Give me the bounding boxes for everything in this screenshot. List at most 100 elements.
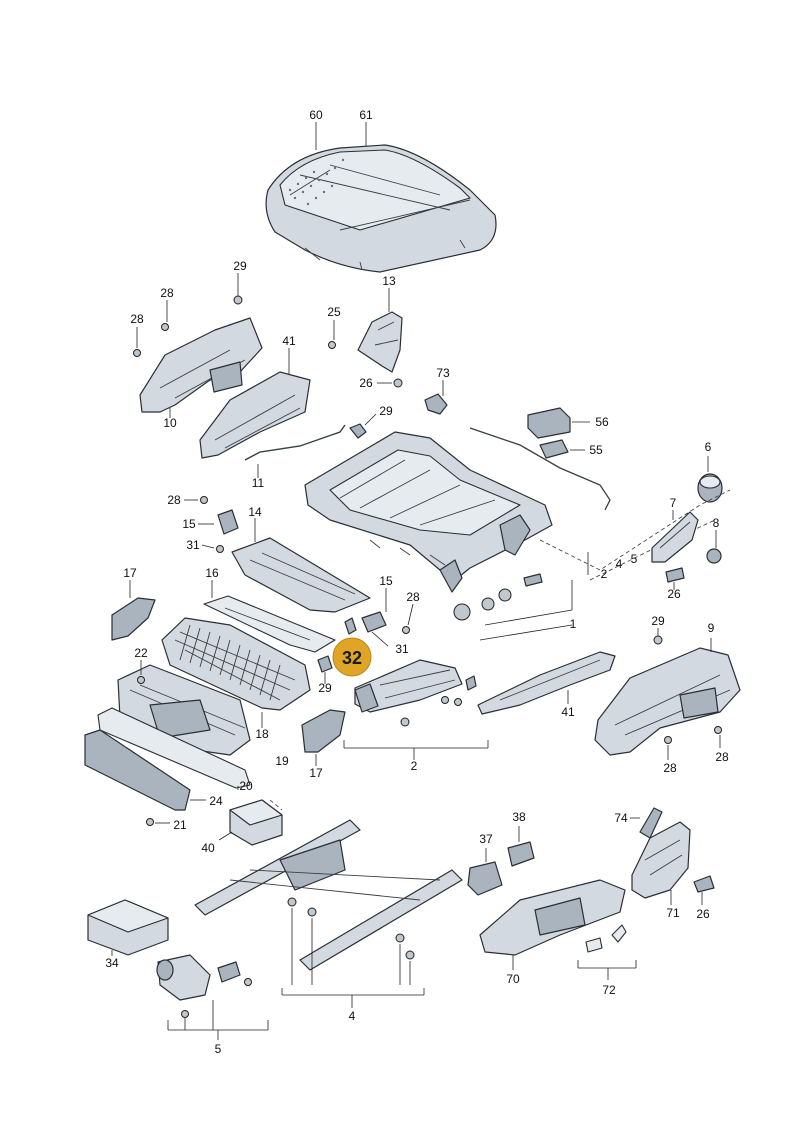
callout-19: 19 bbox=[275, 754, 289, 768]
callout-28: 28 bbox=[663, 761, 677, 775]
buttons-part-72 bbox=[577, 924, 637, 980]
fastener-part-26-lower bbox=[693, 875, 715, 905]
callout-18: 18 bbox=[255, 727, 269, 741]
callout-29: 29 bbox=[318, 681, 332, 695]
callout-73: 73 bbox=[436, 366, 450, 380]
cover-part-71 bbox=[631, 821, 691, 905]
callout-61: 61 bbox=[359, 108, 373, 122]
callout-37: 37 bbox=[479, 832, 493, 846]
callout-28: 28 bbox=[406, 590, 420, 604]
pan-part-14 bbox=[231, 518, 371, 613]
callout-24: 24 bbox=[209, 794, 223, 808]
module-part-34 bbox=[87, 899, 169, 956]
callout-41: 41 bbox=[282, 334, 296, 348]
panel-part-24 bbox=[84, 729, 206, 826]
callout-8: 8 bbox=[713, 516, 720, 530]
callout-7: 7 bbox=[670, 496, 677, 510]
callout-labels: 60 61 29 28 28 13 25 41 26 73 10 29 56 5… bbox=[105, 108, 729, 1056]
cap-part-17-lower bbox=[301, 709, 346, 766]
callout-10: 10 bbox=[163, 416, 177, 430]
side-panel-part-10 bbox=[133, 273, 263, 418]
highlight-badge-32[interactable]: 32 bbox=[332, 637, 372, 677]
plate-part-16 bbox=[203, 580, 336, 653]
callout-2: 2 bbox=[601, 567, 608, 581]
callout-9: 9 bbox=[708, 621, 715, 635]
callout-74: 74 bbox=[614, 811, 628, 825]
callout-16: 16 bbox=[205, 566, 219, 580]
callout-21: 21 bbox=[173, 818, 187, 832]
actuator-part-2 bbox=[343, 659, 489, 760]
callout-29: 29 bbox=[651, 614, 665, 628]
callout-40: 40 bbox=[201, 841, 215, 855]
callout-6: 6 bbox=[705, 440, 712, 454]
clip-part-29-lower bbox=[317, 655, 333, 684]
clip-part-8 bbox=[706, 530, 722, 564]
callout-15: 15 bbox=[182, 517, 196, 531]
callout-1: 1 bbox=[570, 617, 577, 631]
callout-28: 28 bbox=[160, 286, 174, 300]
guide-lines-right bbox=[539, 489, 731, 581]
rail-part-4 bbox=[194, 819, 463, 1008]
trim-part-41-lower bbox=[477, 651, 616, 715]
callout-26: 26 bbox=[667, 587, 681, 601]
callout-4: 4 bbox=[349, 1009, 356, 1023]
bracket-part-13 bbox=[328, 288, 403, 388]
module-part-40 bbox=[218, 799, 283, 846]
callout-26: 26 bbox=[359, 376, 373, 390]
callout-41: 41 bbox=[561, 705, 575, 719]
side-panel-part-9 bbox=[594, 628, 741, 760]
callout-2: 2 bbox=[411, 759, 418, 773]
clip-part-29-mid bbox=[349, 413, 377, 439]
callout-26: 26 bbox=[696, 907, 710, 921]
base-tray-part-19 bbox=[117, 660, 251, 756]
callout-13: 13 bbox=[382, 274, 396, 288]
clip-part-73 bbox=[424, 380, 448, 415]
callout-31: 31 bbox=[395, 642, 409, 656]
bracket-part-7 bbox=[651, 510, 699, 563]
callout-71: 71 bbox=[666, 906, 680, 920]
motor-part-5 bbox=[156, 954, 269, 1040]
trim-part-41-upper bbox=[199, 348, 311, 459]
cap-part-17-upper bbox=[111, 580, 156, 641]
callout-28: 28 bbox=[715, 750, 729, 764]
callout-70: 70 bbox=[506, 972, 520, 986]
callout-17: 17 bbox=[309, 766, 323, 780]
callout-29: 29 bbox=[379, 404, 393, 418]
callout-60: 60 bbox=[309, 108, 323, 122]
callout-72: 72 bbox=[602, 983, 616, 997]
callout-15: 15 bbox=[379, 574, 393, 588]
callout-11: 11 bbox=[252, 476, 265, 490]
callout-22: 22 bbox=[134, 646, 148, 660]
side-trim-part-70 bbox=[479, 879, 626, 970]
callout-5: 5 bbox=[631, 552, 638, 566]
callout-20: 20 bbox=[239, 779, 253, 793]
cap-part-74 bbox=[630, 807, 663, 839]
callout-17: 17 bbox=[123, 566, 137, 580]
callout-14: 14 bbox=[248, 505, 262, 519]
frame-callout-1 bbox=[453, 573, 573, 641]
callout-4: 4 bbox=[616, 557, 623, 571]
bracket-part-15-upper bbox=[184, 496, 239, 553]
wire-part-11 bbox=[244, 424, 346, 478]
callout-5: 5 bbox=[215, 1042, 222, 1056]
callout-29: 29 bbox=[233, 259, 247, 273]
switch-part-55 bbox=[539, 439, 585, 459]
callout-56: 56 bbox=[595, 415, 609, 429]
bracket-part-15-lower bbox=[344, 588, 414, 647]
seat-frame-center bbox=[304, 427, 611, 593]
callout-25: 25 bbox=[327, 305, 341, 319]
knob-part-6 bbox=[697, 456, 723, 503]
callout-31: 31 bbox=[186, 538, 200, 552]
callout-28: 28 bbox=[130, 312, 144, 326]
seat-cushion-part-60-61 bbox=[265, 122, 497, 273]
switch-part-38 bbox=[507, 826, 535, 867]
highlight-badge-number: 32 bbox=[342, 648, 362, 668]
callout-38: 38 bbox=[512, 810, 526, 824]
callout-55: 55 bbox=[589, 443, 603, 457]
fastener-part-26-right bbox=[665, 567, 685, 590]
switch-part-37 bbox=[467, 848, 503, 896]
cushion-part-18 bbox=[161, 617, 311, 728]
switch-part-56 bbox=[527, 407, 590, 439]
callout-28: 28 bbox=[167, 493, 181, 507]
